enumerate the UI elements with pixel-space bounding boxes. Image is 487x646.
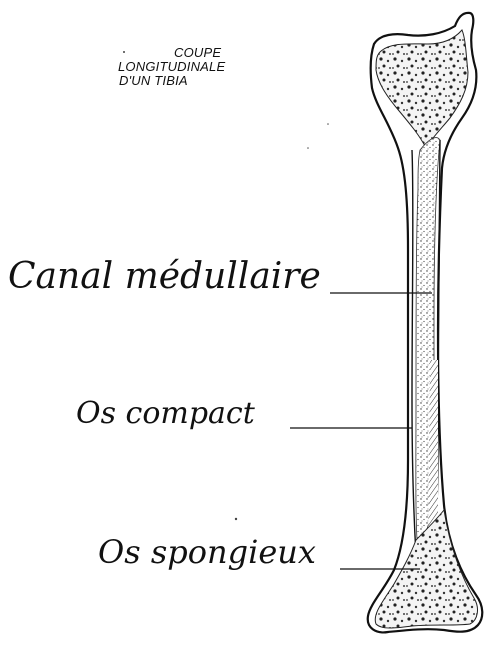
label-os-spongieux: Os spongieux [98, 533, 316, 571]
label-os-compact: Os compact [76, 396, 255, 431]
stray-dot [123, 51, 125, 53]
stray-dot [327, 123, 329, 125]
stray-dot [307, 147, 309, 149]
label-canal-medullaire: Canal médullaire [8, 256, 321, 297]
stray-dot [235, 518, 237, 520]
